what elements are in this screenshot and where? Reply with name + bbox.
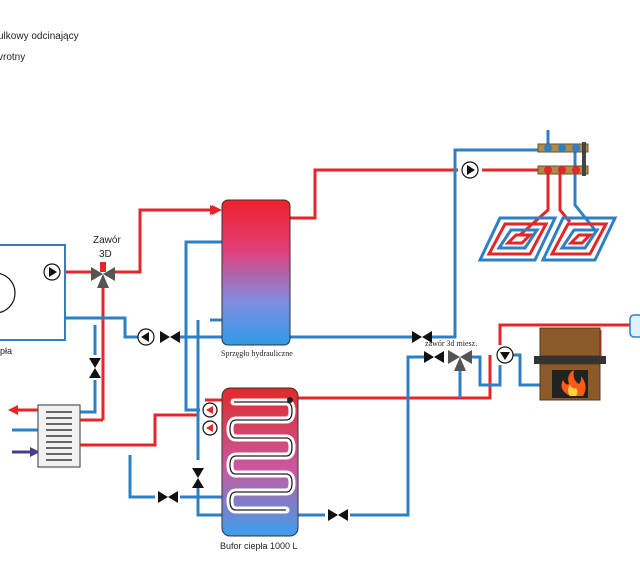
legend: ulkowy odcinający vrotny [0,31,79,63]
three-way-valve-icon [91,262,115,288]
sprzeglo-label: Sprzęgło hydrauliczne [221,349,293,358]
zawor-3d-label-2: 3D [99,249,112,260]
ball-valve-icon [192,468,204,488]
pump-icon [43,263,61,281]
bufor-label: Bufor ciepła 1000 L [220,541,298,551]
ball-valve-icon [160,331,180,343]
heat-exchanger-icon [37,404,81,468]
manifold-icon [537,142,589,176]
pump-icon [496,346,514,364]
ball-valve-icon [158,491,178,503]
pump-icon [137,328,155,346]
cold-pipes [12,130,597,517]
fan-icon [0,273,16,313]
ball-valve-icon [328,509,348,521]
heat-pump-unit: pła [0,244,66,356]
fire-icon [561,370,586,396]
ball-valve-icon [89,358,101,378]
check-valve-icon [202,402,218,418]
legend-line-1: ulkowy odcinający [0,31,79,42]
expansion-vessel [629,314,640,338]
zawor-3d-label-1: Zawór [93,235,121,246]
floor-heating-coil-icon [477,216,558,262]
heat-pump-label: pła [0,346,12,356]
legend-line-2: vrotny [0,52,25,63]
zawor-miesz-label: zawór 3d miesz. [425,339,477,348]
pump-icon [461,161,479,179]
floor-heating-coil-icon [540,216,618,262]
fireplace [534,327,606,401]
hot-pipes [12,168,635,447]
hydraulic-separator: Sprzęgło hydrauliczne [221,199,293,358]
ball-valve-icon [424,351,444,363]
ball-valve-icon [412,331,432,343]
buffer-tank: Bufor ciepła 1000 L [220,387,299,551]
check-valve-icon [202,420,218,436]
three-way-valve-icon [448,350,472,371]
flow-arrows [8,205,222,457]
